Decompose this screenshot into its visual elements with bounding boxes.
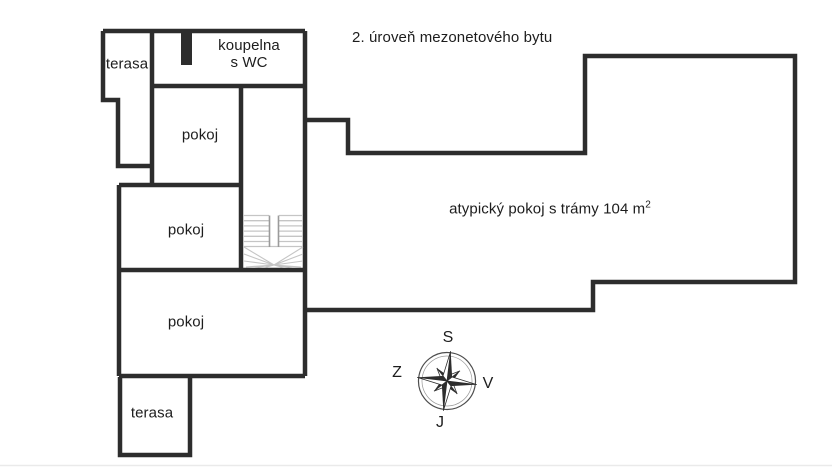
room-label-terasa-top: terasa — [105, 55, 149, 73]
stairs-icon — [243, 214, 304, 269]
room-label-pokoj-3: pokoj — [167, 313, 205, 331]
stair-winders — [243, 246, 304, 269]
room-label-terasa-bottom: terasa — [130, 404, 174, 422]
stair-treads — [243, 214, 303, 248]
room-label-koupelna-line1: koupelna — [218, 37, 280, 54]
room-label-atypicky-pokoj: atypický pokoj s trámy 104 m2 — [449, 199, 651, 218]
room-label-koupelna: koupelna s WC — [218, 37, 280, 71]
walls-outline — [100, 28, 798, 458]
compass-label-south: J — [436, 414, 444, 431]
page-title: 2. úroveň mezonetového bytu — [352, 29, 553, 46]
room-label-pokoj-1: pokoj — [181, 126, 219, 144]
stair-divider — [268, 215, 280, 247]
compass-label-east: V — [482, 375, 494, 392]
compass-label-west: Z — [392, 364, 402, 381]
atypicky-pokoj-superscript: 2 — [645, 199, 651, 211]
room-label-pokoj-2: pokoj — [167, 221, 205, 239]
room-label-koupelna-line2: s WC — [230, 54, 268, 71]
bathroom-wall-stub — [181, 29, 192, 65]
compass-label-north: S — [442, 329, 454, 346]
compass-rose-icon — [417, 351, 477, 411]
atypicky-pokoj-text: atypický pokoj s trámy 104 m — [449, 200, 646, 218]
